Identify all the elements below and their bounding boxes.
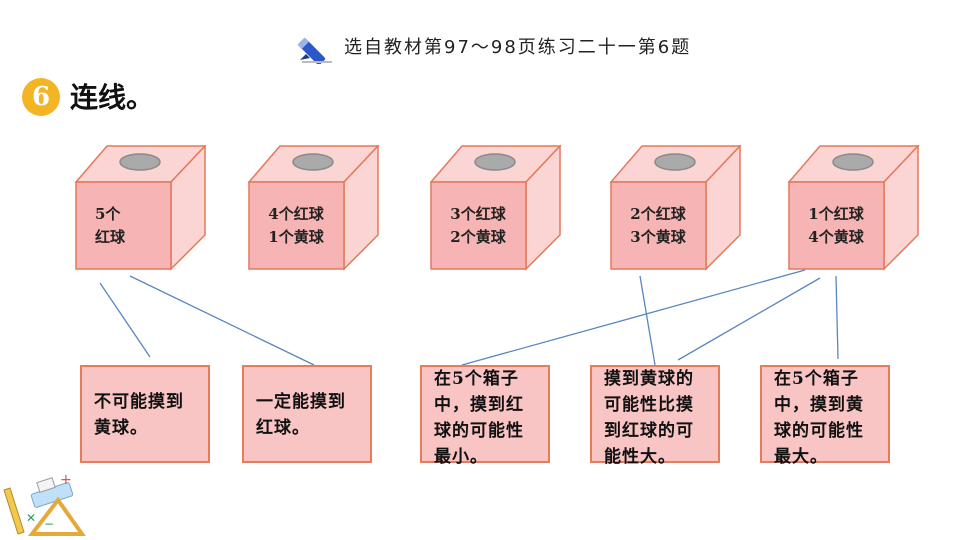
card-line: 中，摸到黄 <box>774 395 864 415</box>
card-line: 到红球的可 <box>604 421 694 441</box>
box-drawing <box>430 145 562 271</box>
box-hole <box>832 153 874 171</box>
card-line: 最大。 <box>774 447 828 467</box>
question-instruction: 连线。 <box>70 81 155 114</box>
svg-text:−: − <box>44 517 54 531</box>
connection-line <box>835 275 839 360</box>
box-hole <box>474 153 516 171</box>
box-hole <box>292 153 334 171</box>
statement-card-5[interactable]: 在5个箱子 中，摸到黄 球的可能性 最大。 <box>760 365 890 467</box>
connection-line <box>129 275 315 366</box>
question-number-badge: 6 <box>22 78 60 116</box>
box-drawing <box>248 145 380 271</box>
box-label-line2: 3个黄球 <box>630 228 686 246</box>
box-hole <box>654 153 696 171</box>
box-label-line2: 红球 <box>95 228 126 246</box>
header: 选自教材第97～98页练习二十一第6题 <box>296 28 691 64</box>
card-line: 球的可能性 <box>434 421 524 441</box>
box-label-line2: 2个黄球 <box>450 228 506 246</box>
statement-card-3[interactable]: 在5个箱子 中，摸到红 球的可能性 最小。 <box>420 365 550 467</box>
ball-box-2: 4个红球 1个黄球 <box>248 145 383 271</box>
card-line: 能性大。 <box>604 447 676 467</box>
box-label-line2: 4个黄球 <box>808 228 864 246</box>
card-line: 一定能摸到 <box>256 392 346 412</box>
box-label-line1: 5个 <box>95 205 121 223</box>
ball-box-5: 1个红球 4个黄球 <box>788 145 923 271</box>
card-line: 红球。 <box>256 418 310 438</box>
connection-line <box>99 282 151 358</box>
header-title: 选自教材第97～98页练习二十一第6题 <box>344 37 692 58</box>
card-line: 中，摸到红 <box>434 395 524 415</box>
statement-card-4[interactable]: 摸到黄球的 可能性比摸 到红球的可 能性大。 <box>590 365 720 467</box>
connection-line <box>461 269 806 366</box>
card-line: 在5个箱子 <box>774 369 859 389</box>
card-line: 在5个箱子 <box>434 369 519 389</box>
connection-line <box>639 275 656 366</box>
svg-text:✕: ✕ <box>26 511 36 525</box>
connection-line <box>677 277 821 361</box>
statement-card-1[interactable]: 不可能摸到 黄球。 <box>80 365 210 463</box>
box-drawing <box>610 145 742 271</box>
ball-box-1: 5个 红球 <box>75 145 210 271</box>
box-label-line1: 4个红球 <box>268 205 324 223</box>
card-line: 最小。 <box>434 447 488 467</box>
card-line: 不可能摸到 <box>94 392 184 412</box>
stationery-illustration-icon: + ✕ − <box>3 472 86 536</box>
ball-box-3: 3个红球 2个黄球 <box>430 145 565 271</box>
box-label-line1: 1个红球 <box>808 205 864 223</box>
pen-icon <box>297 37 332 64</box>
box-label-line1: 3个红球 <box>450 205 506 223</box>
ball-box-4: 2个红球 3个黄球 <box>610 145 745 271</box>
box-label-line2: 1个黄球 <box>268 228 324 246</box>
box-drawing <box>788 145 920 271</box>
statement-card-2[interactable]: 一定能摸到 红球。 <box>242 365 372 463</box>
card-line: 摸到黄球的 <box>604 369 694 389</box>
box-hole <box>119 153 161 171</box>
card-line: 可能性比摸 <box>604 395 694 415</box>
card-line: 黄球。 <box>94 418 148 438</box>
box-drawing <box>75 145 207 271</box>
svg-text:+: + <box>60 472 72 488</box>
card-line: 球的可能性 <box>774 421 864 441</box>
box-label-line1: 2个红球 <box>630 205 686 223</box>
